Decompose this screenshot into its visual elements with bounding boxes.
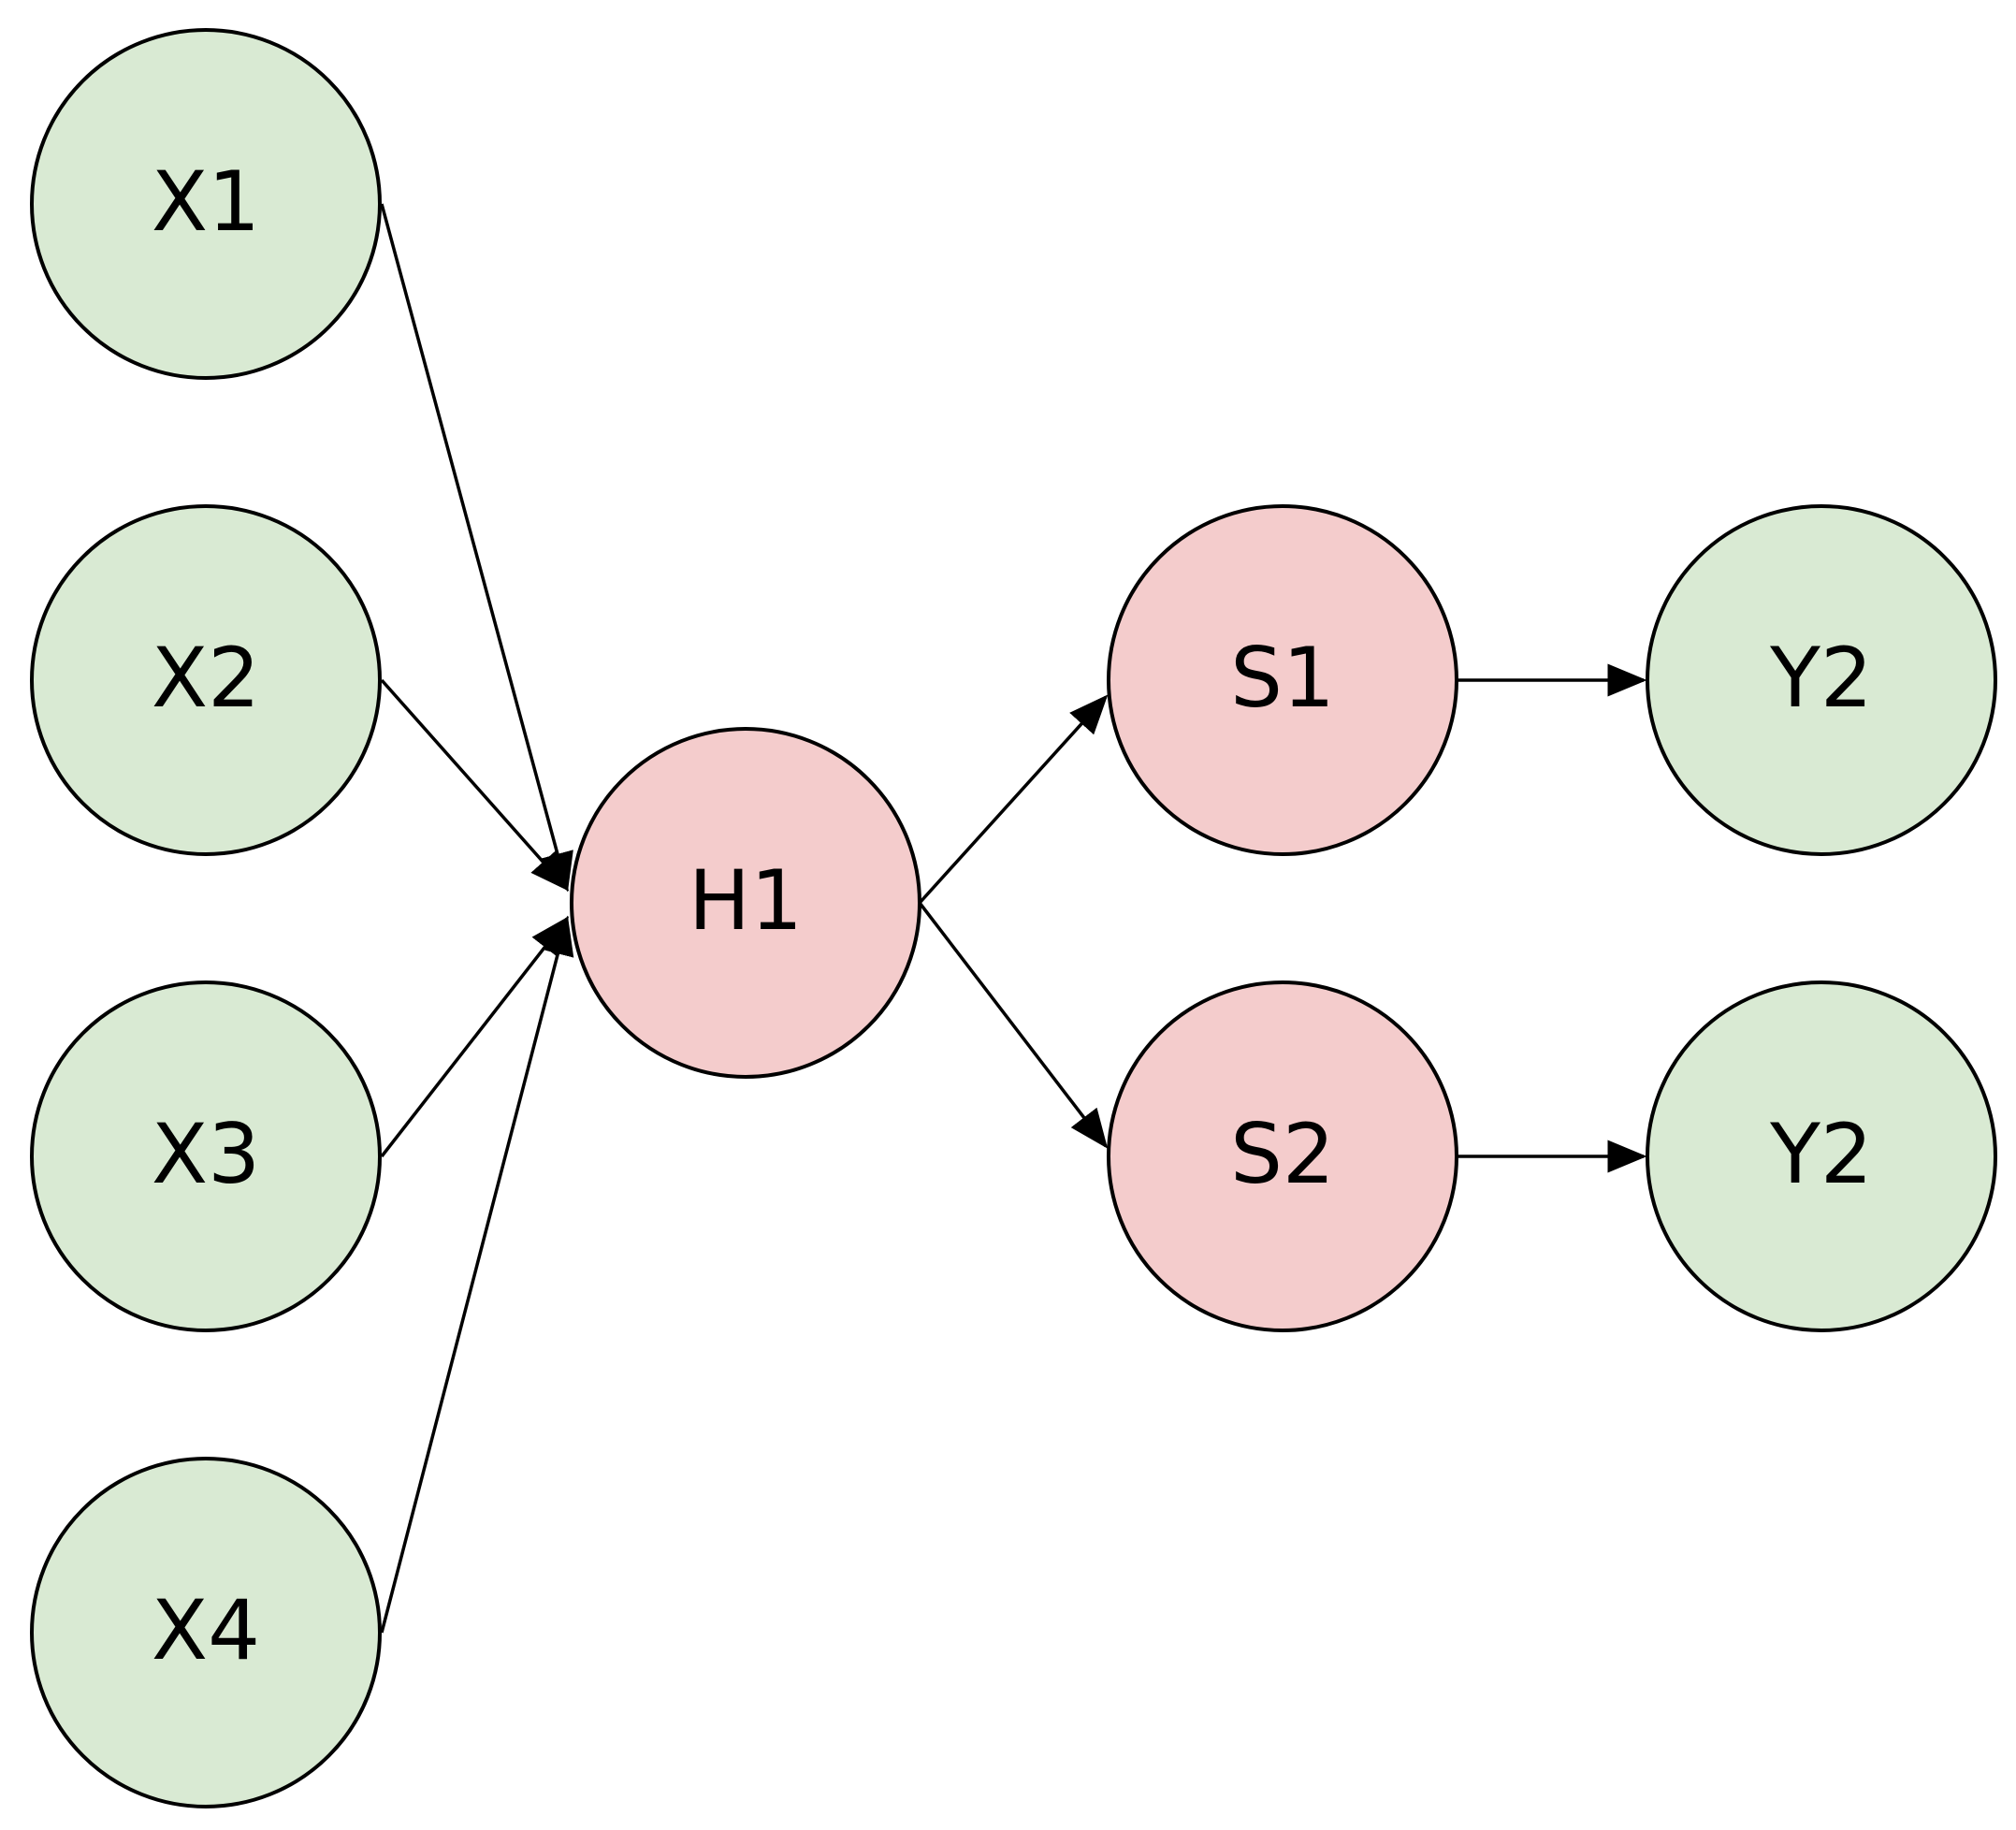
node-x4: X4 (30, 1457, 382, 1808)
node-circle-h1 (570, 727, 921, 1079)
node-label-y2a: Y2 (1769, 630, 1873, 726)
edge-h1-s1 (918, 694, 1109, 905)
node-label-x3: X3 (152, 1106, 260, 1202)
node-circle-x3 (30, 980, 382, 1332)
node-y2b: Y2 (1646, 980, 1997, 1332)
edge-x3-h1 (380, 916, 570, 1158)
node-label-h1: H1 (689, 852, 803, 949)
edges (380, 203, 1647, 1634)
node-circle-y2a (1646, 504, 1997, 856)
node-label-x1: X1 (152, 153, 260, 250)
node-circle-y2b (1646, 980, 1997, 1332)
node-circle-x4 (30, 1457, 382, 1808)
edge-x4-h1 (380, 915, 574, 1634)
node-h1: H1 (570, 727, 921, 1079)
node-circle-s1 (1107, 504, 1458, 856)
edge-x2-h1 (380, 678, 570, 892)
node-circle-x2 (30, 504, 382, 856)
node-label-s2: S2 (1230, 1106, 1335, 1202)
node-label-x4: X4 (152, 1582, 260, 1678)
node-label-s1: S1 (1230, 630, 1335, 726)
node-label-y2b: Y2 (1769, 1106, 1873, 1202)
node-label-x2: X2 (152, 630, 260, 726)
node-circle-x1 (30, 28, 382, 380)
node-x3: X3 (30, 980, 382, 1332)
edge-h1-s2 (918, 901, 1109, 1149)
edge-x1-h1 (380, 203, 573, 893)
node-x1: X1 (30, 28, 382, 380)
node-x2: X2 (30, 504, 382, 856)
node-s1: S1 (1107, 504, 1458, 856)
node-s2: S2 (1107, 980, 1458, 1332)
node-circle-s2 (1107, 980, 1458, 1332)
node-y2a: Y2 (1646, 504, 1997, 856)
